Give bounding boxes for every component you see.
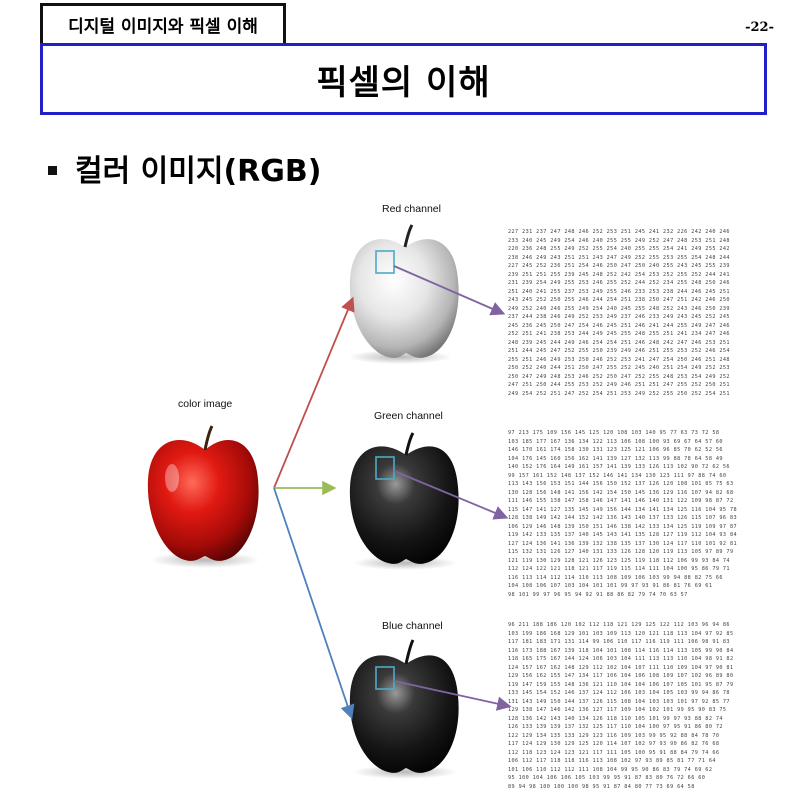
bullet-item: 컬러 이미지(RGB)	[48, 146, 321, 190]
page-title: 픽셀의 이해	[40, 43, 767, 115]
red-pixel-matrix: 227 231 237 247 248 246 252 253 251 245 …	[508, 229, 730, 397]
green-channel-label: Green channel	[374, 410, 443, 422]
page-number: -22-	[745, 20, 774, 35]
arrow-to-red-channel	[273, 296, 355, 489]
green-channel-apple-image	[349, 432, 459, 570]
blue-channel-label: Blue channel	[382, 620, 443, 632]
green-pixel-matrix: 97 213 175 109 156 145 125 120 108 103 1…	[508, 430, 738, 598]
blue-channel-apple-image	[349, 639, 459, 779]
color-apple-image	[147, 425, 260, 568]
red-channel-label: Red channel	[382, 203, 441, 215]
bullet-text: 컬러 이미지(RGB)	[75, 154, 322, 189]
bullet-square-icon	[48, 165, 57, 175]
zoom-arrow-green	[393, 470, 509, 520]
arrow-to-blue-channel	[273, 487, 355, 720]
zoom-arrow-red	[393, 265, 506, 316]
blue-pixel-matrix: 96 211 188 186 120 102 112 118 121 129 1…	[508, 622, 734, 790]
zoom-arrow-blue	[393, 680, 512, 711]
section-tab: 디지털 이미지와 픽셀 이해	[40, 3, 286, 43]
red-channel-apple-image	[348, 224, 459, 364]
color-image-label: color image	[178, 398, 233, 410]
